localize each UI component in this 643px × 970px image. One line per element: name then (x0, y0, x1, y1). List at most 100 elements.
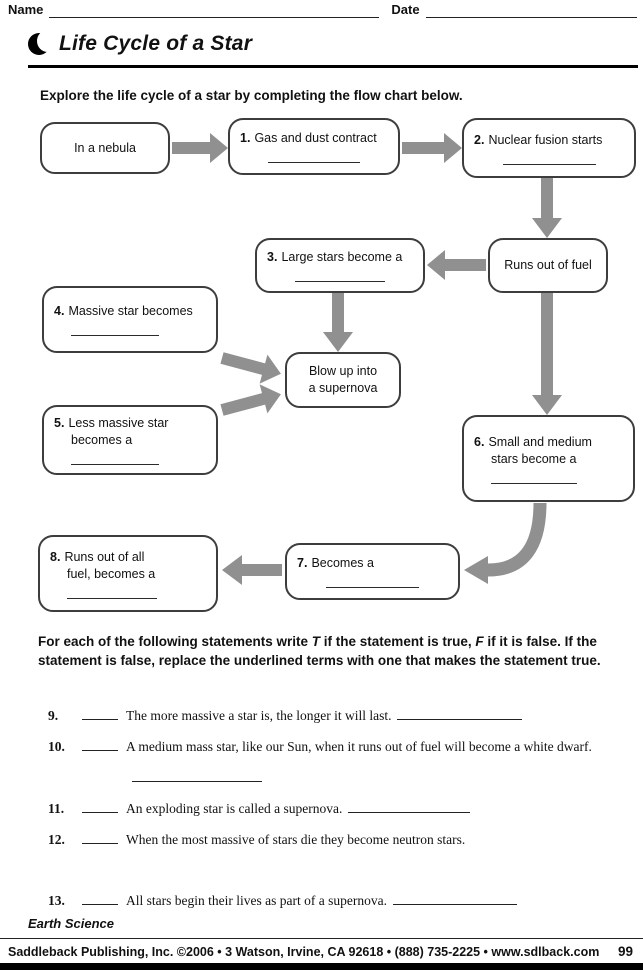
box-line: 6.Small and medium (474, 434, 623, 451)
flow-box-8: 8.Runs out of all fuel, becomes a (38, 535, 218, 612)
box-line: 4.Massive star becomes (54, 303, 206, 320)
flow-box-1: 1.Gas and dust contract (228, 118, 400, 175)
tf-answer-blank[interactable] (82, 800, 118, 813)
answer-blank[interactable] (348, 800, 471, 813)
question-text: massive a star is, the longer it will la… (178, 708, 392, 723)
tf-false-letter: F (475, 634, 484, 649)
answer-blank[interactable] (268, 151, 360, 163)
answer-blank[interactable] (397, 707, 523, 720)
answer-blank[interactable] (392, 892, 517, 905)
question-text: . (383, 893, 387, 908)
arrow-box5-to-supernova (220, 384, 281, 416)
tf-intro-part: if the statement is true, (320, 634, 476, 649)
flow-box-supernova: Blow up into a supernova (285, 352, 401, 408)
box-text: Runs out of fuel (504, 258, 592, 272)
question-13: 13. All stars begin their lives as part o… (48, 885, 603, 916)
box-text: Nuclear fusion starts (488, 132, 603, 147)
date-label: Date (391, 2, 420, 17)
question-text: The (126, 708, 151, 723)
question-list: 9.The more massive a star is, the longer… (48, 700, 603, 916)
question-text: . (338, 801, 343, 816)
publisher-info: Saddleback Publishing, Inc. ©2006 • 3 Wa… (8, 945, 600, 959)
subject-label: Earth Science (28, 916, 114, 931)
box-number: 4. (54, 304, 65, 318)
question-11: 11.An exploding star is called a superno… (48, 793, 603, 824)
name-input-line[interactable] (49, 3, 380, 18)
flowchart-arrows (172, 133, 562, 585)
box-number: 2. (474, 132, 485, 147)
flow-box-7: 7.Becomes a (285, 543, 460, 600)
box-line: 1.Gas and dust contract (240, 130, 388, 147)
question-number: 13. (48, 893, 65, 908)
flow-box-4: 4.Massive star becomes (42, 286, 218, 353)
box-line: 5.Less massive star (54, 415, 206, 432)
box-line: 7.Becomes a (297, 555, 448, 572)
underlined-term: supernova (283, 801, 339, 816)
question-text: All stars begin their lives as part of a (126, 893, 329, 908)
answer-blank[interactable] (491, 472, 578, 484)
answer-blank[interactable] (71, 324, 160, 336)
box-line: 3.Large stars become a (267, 249, 413, 266)
box-text: Gas and dust contract (254, 131, 377, 145)
underlined-term: supernova (328, 893, 384, 908)
box-number: 8. (50, 549, 61, 564)
arrow-box3-to-supernova (323, 293, 353, 352)
arrow-box4-to-supernova (220, 352, 281, 384)
box-number: 1. (240, 131, 251, 145)
flow-box-nebula: In a nebula (40, 122, 170, 174)
underlined-term: more (150, 708, 179, 723)
answer-blank[interactable] (502, 153, 596, 165)
question-text: . (588, 739, 592, 754)
question-10: 10.A medium mass star, like our Sun, whe… (48, 731, 603, 793)
arrow-box1-to-box2 (402, 133, 462, 163)
tf-true-letter: T (311, 634, 321, 649)
title-bar: Life Cycle of a Star (28, 30, 638, 68)
tf-answer-blank[interactable] (82, 738, 118, 751)
answer-blank[interactable] (294, 270, 386, 282)
answer-blank[interactable] (67, 587, 158, 599)
box-number: 6. (474, 434, 485, 449)
box-number: 3. (267, 250, 278, 264)
arrow-box2-to-fuel (532, 178, 562, 238)
tf-answer-blank[interactable] (82, 831, 118, 844)
name-date-row: Name Date (8, 2, 637, 18)
question-number: 12. (48, 832, 65, 847)
box-number: 5. (54, 416, 65, 430)
box-text-line1: Runs out of all (64, 549, 145, 564)
box-text: In a nebula (74, 140, 136, 155)
question-number: 10. (48, 739, 65, 754)
flowchart-instructions: Explore the life cycle of a star by comp… (40, 88, 463, 103)
question-9: 9.The more massive a star is, the longer… (48, 700, 603, 731)
tf-answer-blank[interactable] (82, 892, 118, 905)
crescent-moon-icon (28, 30, 58, 56)
arrow-box6-to-box7-head (464, 556, 488, 584)
box-text: Massive star becomes (68, 304, 193, 318)
arrow-fuel-to-box3 (427, 250, 486, 280)
question-12: 12.When the most massive of stars die th… (48, 824, 603, 855)
true-false-instructions: For each of the following statements wri… (38, 632, 612, 670)
arrow-box7-to-box8 (222, 555, 282, 585)
tf-answer-blank[interactable] (82, 707, 118, 720)
answer-blank[interactable] (325, 576, 420, 588)
underlined-term: neutron stars (392, 832, 462, 847)
box-text-line1: Blow up into (308, 364, 378, 378)
arrow-fuel-to-box6 (532, 293, 562, 415)
question-text: . (461, 832, 466, 847)
box-text-line1: Less massive star (68, 416, 169, 430)
box-text: Becomes a (311, 556, 374, 570)
arrow-box6-to-box7-curve (487, 502, 547, 577)
date-input-line[interactable] (425, 3, 637, 18)
question-text: An exploding star is called a (126, 801, 284, 816)
box-line: 8.Runs out of all (50, 549, 206, 566)
box-text-line2: stars become a (491, 451, 577, 466)
flow-box-2: 2.Nuclear fusion starts (462, 118, 636, 178)
box-text-line2: fuel, becomes a (67, 566, 156, 581)
answer-blank[interactable] (71, 453, 160, 465)
flowchart: In a nebula 1.Gas and dust contract 2.Nu… (0, 112, 643, 627)
tf-intro-part: For each of the following statements wri… (38, 634, 312, 649)
box-text-line2: becomes a (71, 433, 133, 447)
answer-blank[interactable] (132, 769, 262, 782)
box-text: Large stars become a (281, 250, 403, 264)
scan-edge-bar (0, 963, 643, 970)
